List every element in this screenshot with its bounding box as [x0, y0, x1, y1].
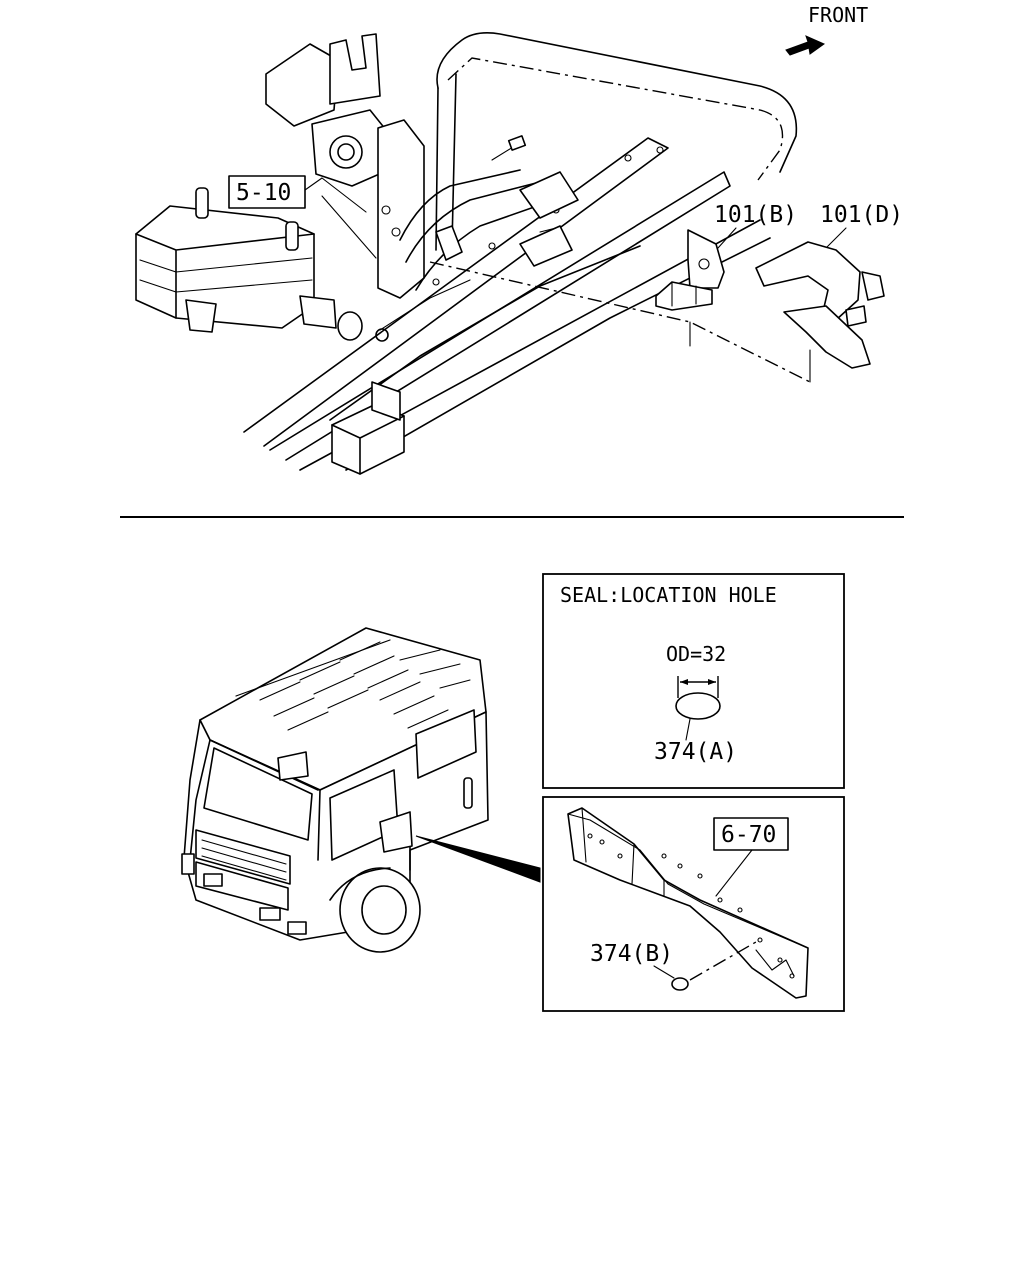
seal-plug-icon — [675, 692, 721, 720]
ref-5-10-label: 5-10 — [236, 180, 291, 206]
chassis-illustration: FRONT — [135, 3, 903, 475]
front-arrow-icon — [785, 35, 826, 56]
seal-dimension-label: OD=32 — [666, 642, 726, 666]
frame-detail-panel: 6-70 374(B) — [542, 796, 845, 1012]
ref-6-70-box — [713, 817, 789, 851]
seal-detail-panel: SEAL:LOCATION HOLE OD=32 374(A) — [542, 573, 845, 789]
front-label: FRONT — [808, 3, 868, 27]
ref-6-70-label: 6-70 — [721, 822, 776, 848]
seal-detail-title: SEAL:LOCATION HOLE — [560, 583, 777, 607]
ref-5-10-box — [228, 175, 306, 209]
part-374a-label: 374(A) — [654, 739, 737, 765]
part-374b-label: 374(B) — [590, 941, 673, 967]
seal-plug-b-icon — [671, 977, 689, 991]
part-101d-label: 101(D) — [820, 202, 903, 228]
part-101b-label: 101(B) — [714, 202, 797, 228]
truck-illustration — [181, 627, 541, 953]
